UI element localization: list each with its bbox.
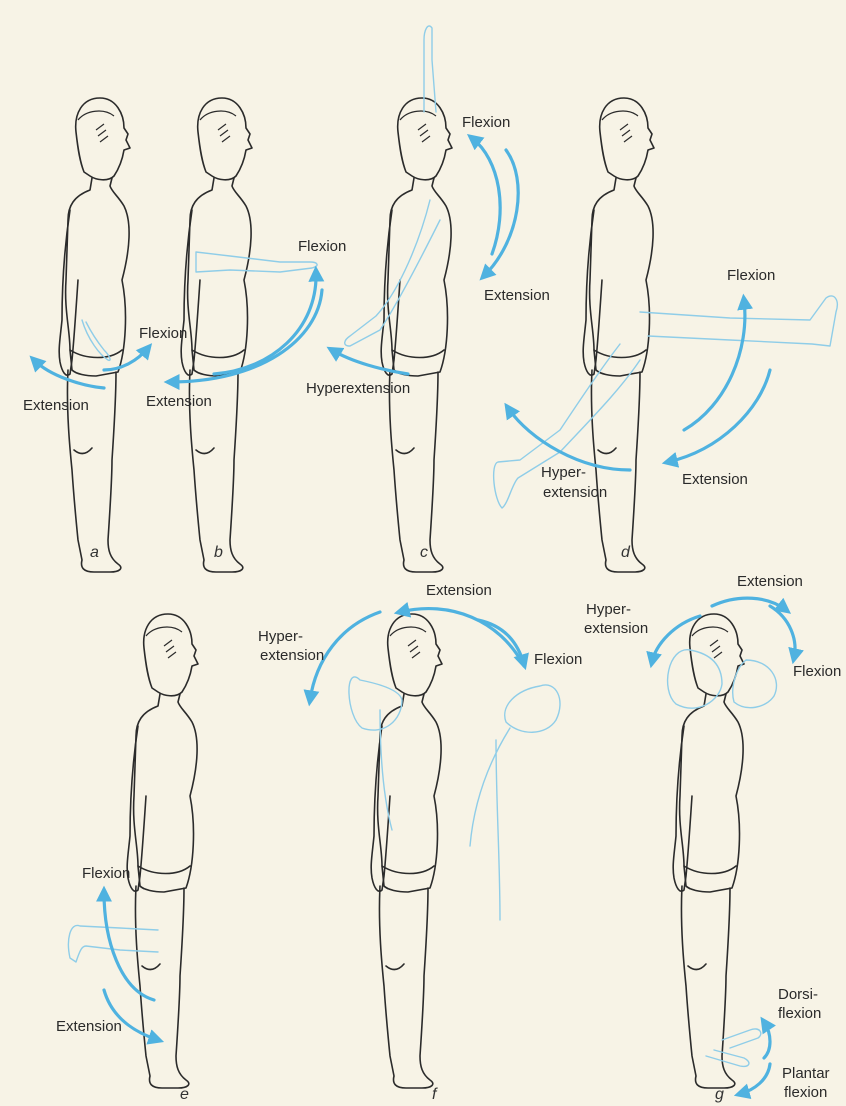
panel-g-flexion-label: Flexion bbox=[793, 663, 841, 680]
panel-g-flexion-arrow bbox=[770, 606, 795, 658]
panel-f-flexion-label: Flexion bbox=[534, 651, 582, 668]
panel-f-hyper-label-1: Hyper- bbox=[258, 628, 303, 645]
panel-e-extension-label: Extension bbox=[56, 1018, 122, 1035]
panel-a-figure bbox=[59, 98, 130, 572]
panel-g-caption: g bbox=[715, 1086, 724, 1104]
panel-d-flexion-arrow bbox=[684, 300, 745, 430]
panel-c-hyperextension-label: Hyperextension bbox=[306, 380, 410, 397]
panel-d-hyper-label-2: extension bbox=[543, 484, 607, 501]
panel-e-caption: e bbox=[180, 1086, 189, 1104]
panel-g-hyper-label-1: Hyper- bbox=[586, 601, 631, 618]
panel-c-flexion-arrow bbox=[472, 138, 500, 254]
panel-b-flexion-arrow bbox=[214, 272, 316, 374]
panel-g-hyper-label-2: extension bbox=[584, 620, 648, 637]
panel-d-extension-arrow bbox=[668, 370, 770, 462]
panel-b-figure bbox=[181, 98, 317, 572]
panel-e-flexion-label: Flexion bbox=[82, 865, 130, 882]
panel-c-flexion-label: Flexion bbox=[462, 114, 510, 131]
panel-f-flexion-arrow bbox=[478, 620, 524, 664]
panel-e-flexion-arrow bbox=[104, 892, 154, 1000]
panel-f-figure bbox=[349, 614, 560, 1088]
panel-e-figure bbox=[68, 614, 198, 1088]
panel-b-extension-label: Extension bbox=[146, 393, 212, 410]
panel-c-figure bbox=[345, 26, 452, 572]
panel-g-plantar-label-1: Plantar bbox=[782, 1065, 830, 1082]
panel-c-caption: c bbox=[420, 544, 428, 562]
panel-a-flexion-label: Flexion bbox=[139, 325, 187, 342]
panel-b-flexion-label: Flexion bbox=[298, 238, 346, 255]
panel-f-hyper-label-2: extension bbox=[260, 647, 324, 664]
panel-c-extension-label: Extension bbox=[484, 287, 550, 304]
panel-g-dorsiflexion-arrow bbox=[764, 1022, 770, 1058]
panel-d-caption: d bbox=[621, 544, 630, 562]
panel-c-hyperextension-arrow bbox=[332, 350, 408, 374]
panel-a-extension-label: Extension bbox=[23, 397, 89, 414]
panel-d-extension-label: Extension bbox=[682, 471, 748, 488]
panel-d-flexion-label: Flexion bbox=[727, 267, 775, 284]
panel-g-plantarflexion-arrow bbox=[740, 1064, 770, 1094]
panel-f-extension-arrow bbox=[400, 609, 524, 666]
panel-g-plantar-label-2: flexion bbox=[784, 1084, 827, 1101]
panel-g-dorsi-label-2: flexion bbox=[778, 1005, 821, 1022]
panel-f-caption: f bbox=[432, 1086, 436, 1104]
panel-g-figure bbox=[668, 614, 777, 1088]
panel-g-extension-label: Extension bbox=[737, 573, 803, 590]
panel-b-caption: b bbox=[214, 544, 223, 562]
panel-a-caption: a bbox=[90, 544, 99, 562]
panel-f-extension-label: Extension bbox=[426, 582, 492, 599]
panel-d-hyper-label-1: Hyper- bbox=[541, 464, 586, 481]
panel-g-dorsi-label-1: Dorsi- bbox=[778, 986, 818, 1003]
